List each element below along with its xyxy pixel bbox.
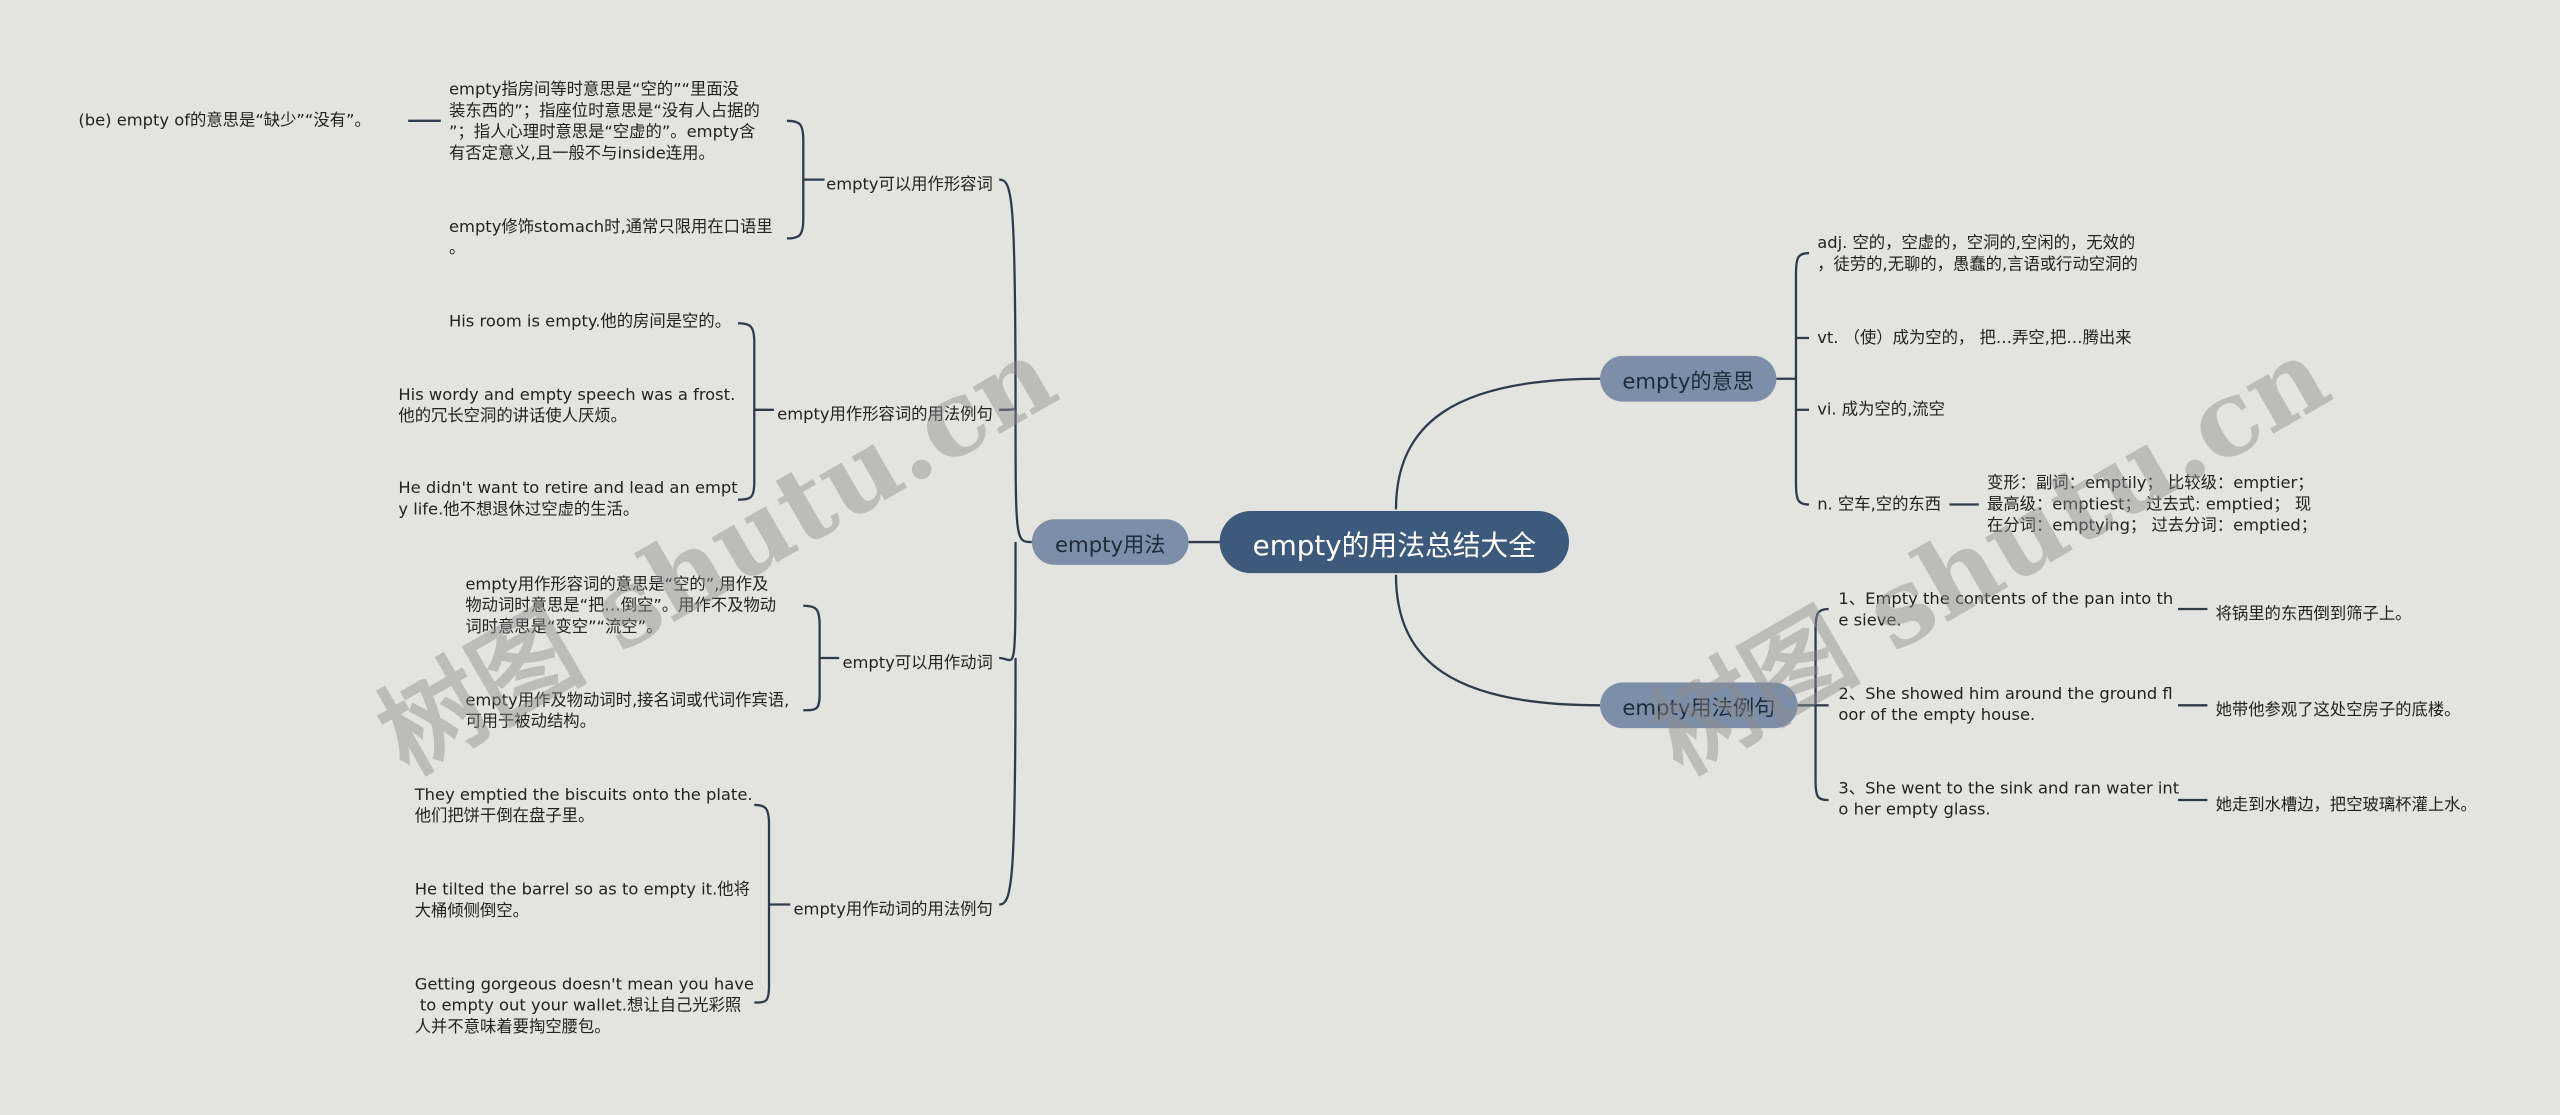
subtopic-verb-use[interactable]: empty可以用作动词	[842, 654, 993, 673]
meaning-adj: adj. 空的，空虚的，空洞的,空闲的，无效的 ，徒劳的,无聊的，愚蠢的,言语或…	[1817, 235, 2138, 275]
usage-example-2-zh: 她带他参观了这处空房子的底楼。	[2215, 702, 2461, 721]
usage-example-1-en: 1、Empty the contents of the pan into th …	[1838, 591, 2174, 631]
usage-example-1-zh: 将锅里的东西倒到筛子上。	[2215, 605, 2412, 624]
adj-example-1: His room is empty.他的房间是空的。	[448, 313, 732, 332]
subtopic-adj-examples[interactable]: empty用作形容词的用法例句	[777, 406, 993, 425]
meaning-n: n. 空车,空的东西	[1817, 496, 1942, 515]
verb-use-detail-2: empty用作及物动词时,接名词或代词作宾语, 可用于被动结构。	[465, 692, 790, 732]
adj-use-note: (be) empty of的意思是“缺少”“没有”。	[78, 112, 371, 131]
verb-use-detail-1: empty用作形容词的意思是“空的”,用作及 物动词时意思是“把…倒空”。用作不…	[465, 576, 777, 637]
usage-example-2-en: 2、She showed him around the ground fl oo…	[1838, 685, 2173, 725]
root-topic[interactable]: empty的用法总结大全	[1219, 511, 1570, 574]
verb-example-1: They emptied the biscuits onto the plate…	[414, 786, 753, 827]
subtopic-adj-use[interactable]: empty可以用作形容词	[826, 176, 993, 195]
adj-use-detail-2: empty修饰stomach时,通常只限用在口语里 。	[448, 218, 773, 258]
usage-example-3-zh: 她走到水槽边，把空玻璃杯灌上水。	[2215, 796, 2477, 815]
adj-example-3: He didn't want to retire and lead an emp…	[398, 480, 738, 520]
verb-example-2: He tilted the barrel so as to empty it.他…	[414, 881, 750, 921]
word-forms: 变形：副词：emptily； 比较级：emptier； 最高级：emptiest…	[1986, 475, 2318, 536]
branch-usage-examples[interactable]: empty用法例句	[1600, 682, 1798, 729]
meaning-vt: vt. （使）成为空的， 把…弄空,把…腾出来	[1817, 329, 2132, 348]
subtopic-verb-examples[interactable]: empty用作动词的用法例句	[793, 901, 993, 920]
adj-use-detail-1: empty指房间等时意思是“空的”“里面没 装东西的”；指座位时意思是“没有人占…	[448, 81, 760, 164]
meaning-vi: vi. 成为空的,流空	[1817, 401, 1945, 420]
adj-example-2: His wordy and empty speech was a frost. …	[398, 386, 736, 427]
usage-example-3-en: 3、She went to the sink and ran water int…	[1838, 780, 2180, 820]
verb-example-3: Getting gorgeous doesn't mean you have t…	[414, 976, 754, 1037]
branch-empty-usage[interactable]: empty用法	[1031, 519, 1189, 565]
branch-empty-meaning[interactable]: empty的意思	[1600, 355, 1777, 402]
